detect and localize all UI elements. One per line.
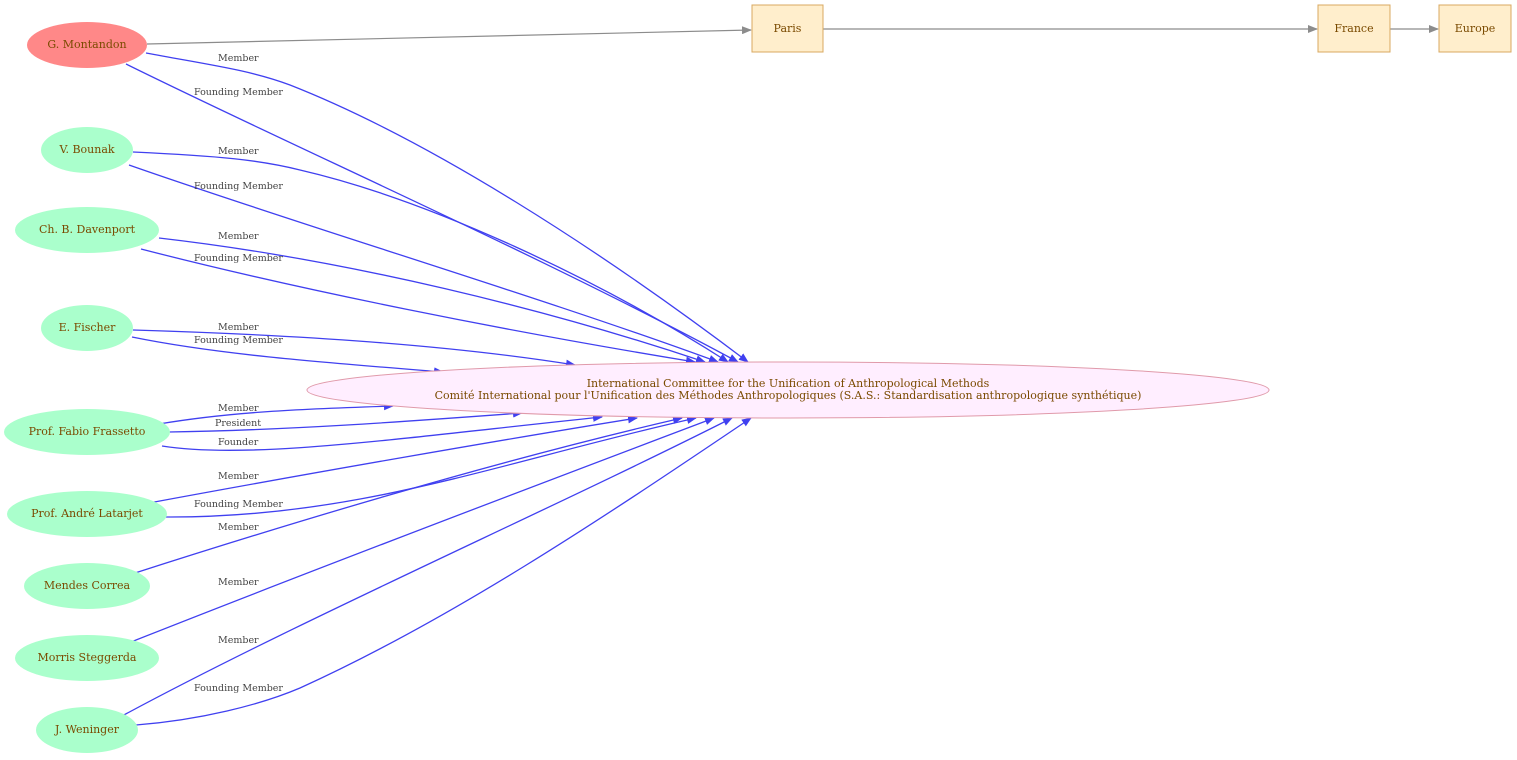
- edge-frassetto-founder: [161, 413, 603, 452]
- place-node-france[interactable]: France: [1317, 4, 1391, 53]
- person-node-frassetto[interactable]: Prof. Fabio Frassetto: [4, 409, 170, 455]
- person-label: Mendes Correa: [44, 579, 131, 592]
- edge-latarjet-founding: [165, 416, 697, 518]
- edge-frassetto-member: [158, 402, 394, 425]
- edge-label: Founding Member: [194, 335, 283, 346]
- place-label: Europe: [1455, 22, 1496, 35]
- place-label: Paris: [774, 22, 802, 35]
- organization-node[interactable]: International Committee for the Unificat…: [306, 361, 1270, 419]
- edge-bounak-member: [132, 151, 729, 363]
- edge-weninger-founding: [135, 417, 752, 726]
- person-node-correa[interactable]: Mendes Correa: [24, 563, 150, 609]
- edge-davenport-founding: [140, 248, 696, 365]
- edge-fischer-founding: [131, 336, 444, 376]
- edge-label: Member: [218, 322, 259, 333]
- person-label: Prof. Fabio Frassetto: [29, 425, 146, 438]
- edge-label: President: [215, 418, 261, 429]
- organization-name: International Committee for the Unificat…: [587, 377, 990, 390]
- edge-montandon-founding: [125, 63, 739, 363]
- person-node-bounak[interactable]: V. Bounak: [41, 127, 133, 173]
- place-node-europe[interactable]: Europe: [1438, 4, 1512, 53]
- edge-latarjet-member: [148, 415, 638, 504]
- person-label: Morris Steggerda: [38, 651, 137, 664]
- person-node-montandon[interactable]: G. Montandon: [27, 22, 147, 68]
- edge-label: Member: [218, 635, 259, 646]
- edge-label: Founding Member: [194, 683, 283, 694]
- edge-label: Member: [218, 471, 259, 482]
- edge-label: Member: [218, 522, 259, 533]
- person-label: J. Weninger: [54, 723, 120, 736]
- edge-label: Member: [218, 231, 259, 242]
- edge-label: Member: [218, 146, 259, 157]
- organization-name-french: Comité International pour l'Unification …: [435, 389, 1142, 402]
- place-label: France: [1334, 22, 1373, 35]
- edge-label: Founding Member: [194, 499, 283, 510]
- edge-fischer-member: [132, 329, 576, 368]
- edge-bounak-founding: [128, 164, 719, 363]
- place-node-paris[interactable]: Paris: [751, 4, 824, 53]
- person-node-fischer[interactable]: E. Fischer: [41, 305, 133, 351]
- edge-label: Member: [218, 53, 259, 64]
- edge-weninger-member: [121, 417, 733, 717]
- person-label: Ch. B. Davenport: [39, 223, 136, 236]
- person-label: V. Bounak: [58, 143, 114, 156]
- person-label: E. Fischer: [59, 321, 117, 334]
- edge-steggerda-member: [130, 417, 715, 643]
- person-label: Prof. André Latarjet: [31, 507, 143, 520]
- edge-montandon-paris: [146, 26, 752, 45]
- person-node-steggerda[interactable]: Morris Steggerda: [15, 635, 159, 681]
- edge-frassetto-president: [168, 409, 523, 433]
- person-node-davenport[interactable]: Ch. B. Davenport: [15, 207, 159, 253]
- edge-correa-member: [134, 416, 683, 574]
- edge-label: Founding Member: [194, 87, 283, 98]
- person-node-weninger[interactable]: J. Weninger: [36, 707, 138, 753]
- edge-label: Founding Member: [194, 253, 283, 264]
- edge-montandon-member: [145, 52, 749, 363]
- person-node-latarjet[interactable]: Prof. André Latarjet: [7, 491, 167, 537]
- edge-label: Founder: [218, 437, 259, 448]
- edge-label: Founding Member: [194, 181, 283, 192]
- edge-davenport-member: [158, 237, 706, 363]
- edge-label: Member: [218, 577, 259, 588]
- edge-label: Member: [218, 403, 259, 414]
- person-label: G. Montandon: [47, 38, 126, 51]
